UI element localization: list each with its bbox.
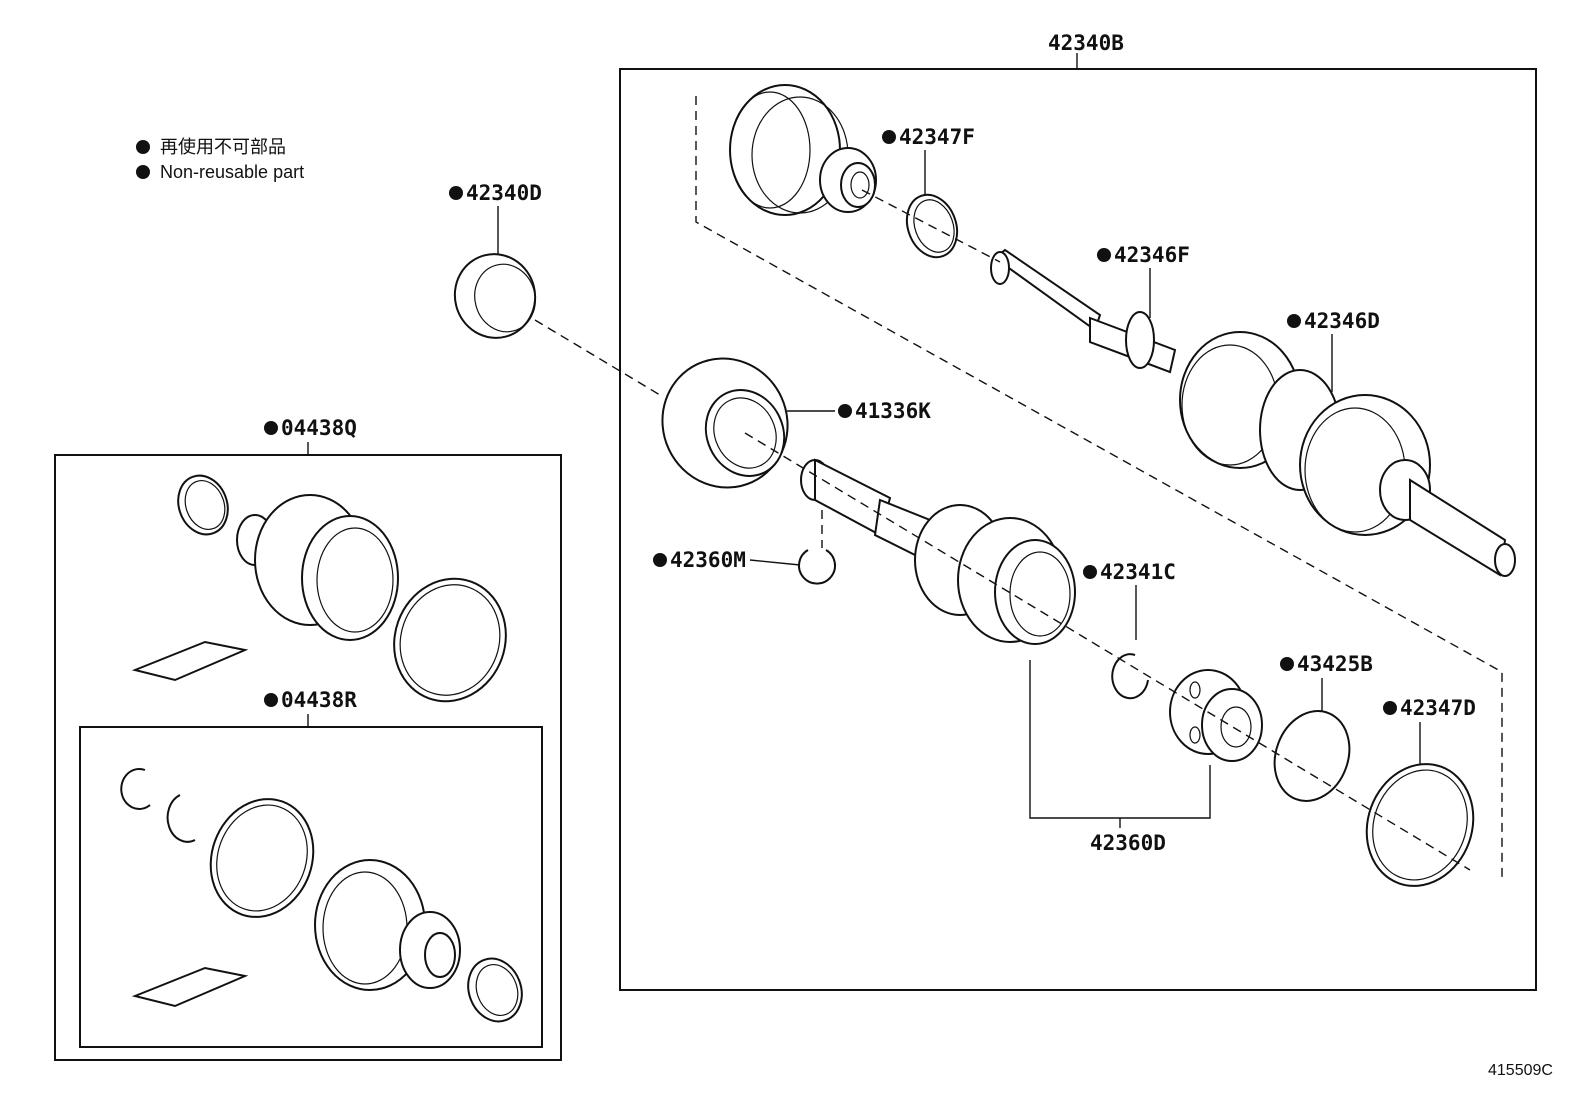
legend-dot-icon [136,140,150,154]
label-42347F: 42347F [899,125,975,149]
deflector-41336K [661,357,789,489]
seal-42340D [453,253,537,339]
clamp-42347D [1365,763,1475,887]
label-42346D: 42346D [1304,309,1380,333]
label-04438Q: 04438Q [281,416,357,440]
label-42360D: 42360D [1090,831,1166,855]
label-42360M: 42360M [670,548,746,572]
label-42341C: 42341C [1100,560,1176,584]
outer-boot [729,84,877,216]
assembly-box [619,68,1537,991]
label-42346F: 42346F [1114,243,1190,267]
label-43425B: 43425B [1297,652,1373,676]
clamp-42347F [905,193,959,259]
joint-cage [1169,669,1263,762]
ring-43425B [1273,710,1351,802]
subassembly-outline [695,96,1503,878]
label-42340B: 42340B [1048,31,1124,55]
assembly-42340B: 42340B 42347F 42346F [619,31,1537,991]
drive-shaft [990,248,1177,374]
legend-japanese: 再使用不可部品 [160,137,286,157]
legend-dot-icon [136,165,150,179]
label-42340D: 42340D [466,181,542,205]
kit-04438R: 04438R [79,688,543,1048]
grease-pack-icon [131,640,249,682]
label-04438R: 04438R [281,688,357,712]
snap-ring-42360M [798,549,836,585]
label-41336K: 41336K [855,399,931,423]
grease-pack-icon [131,966,249,1008]
circlip-42341C [1111,653,1149,700]
inboard-shaft-boot [800,458,1076,645]
kit-04438Q: 04438Q 04438R [54,416,562,1061]
outer-joint-boot-42346D [1179,331,1516,577]
legend: 再使用不可部品 Non-reusable part [136,137,304,182]
reference-number: 415509C [1488,1062,1553,1079]
label-42347D: 42347D [1400,696,1476,720]
subkit-box [79,726,543,1048]
legend-english: Non-reusable part [160,162,304,182]
